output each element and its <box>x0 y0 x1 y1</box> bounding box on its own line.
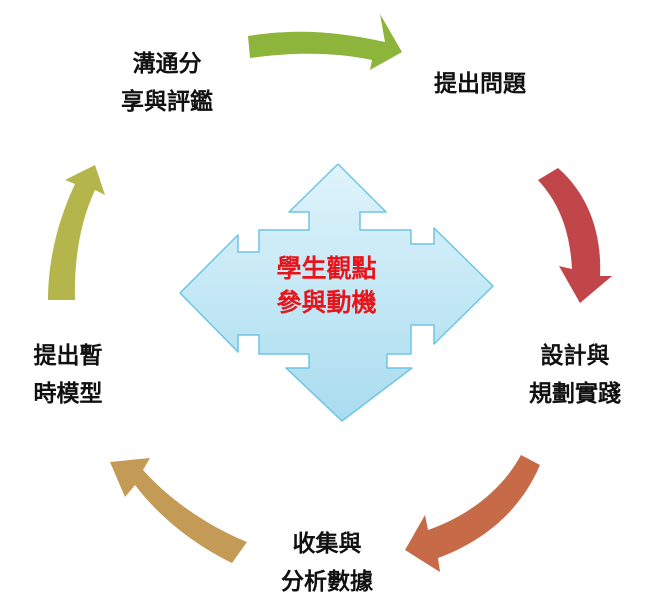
center-four-way-arrow <box>179 163 494 422</box>
step-propose-question: 提出問題 <box>421 65 539 103</box>
cycle-arrow-bottom-right <box>405 455 540 572</box>
step-tentative-model: 提出暫 時模型 <box>13 337 123 413</box>
step-label-line1: 收集與 <box>292 531 362 557</box>
step-collect-analyze: 收集與 分析數據 <box>262 525 392 601</box>
step-label-line2: 規劃實踐 <box>529 381 621 407</box>
step-label-line2: 享與評鑑 <box>121 89 213 115</box>
center-label: 學生觀點 參與動機 <box>254 252 399 320</box>
cycle-arrow-left <box>48 165 105 300</box>
step-label-line1: 設計與 <box>540 343 610 369</box>
cycle-arrow-top <box>248 14 402 70</box>
step-label-line1: 溝通分 <box>132 51 202 77</box>
cycle-arrow-bottom-left <box>110 458 247 563</box>
step-communicate-evaluate: 溝通分 享與評鑑 <box>102 45 232 121</box>
step-design-plan: 設計與 規劃實踐 <box>510 337 640 413</box>
cycle-arrow-right <box>538 168 612 303</box>
step-label-line1: 提出暫 <box>33 343 103 369</box>
step-label-line2: 時模型 <box>33 381 103 407</box>
center-label-line2: 參與動機 <box>276 288 377 317</box>
step-label-line2: 分析數據 <box>281 569 373 595</box>
center-label-line1: 學生觀點 <box>276 254 377 283</box>
step-label-line1: 提出問題 <box>434 71 526 97</box>
